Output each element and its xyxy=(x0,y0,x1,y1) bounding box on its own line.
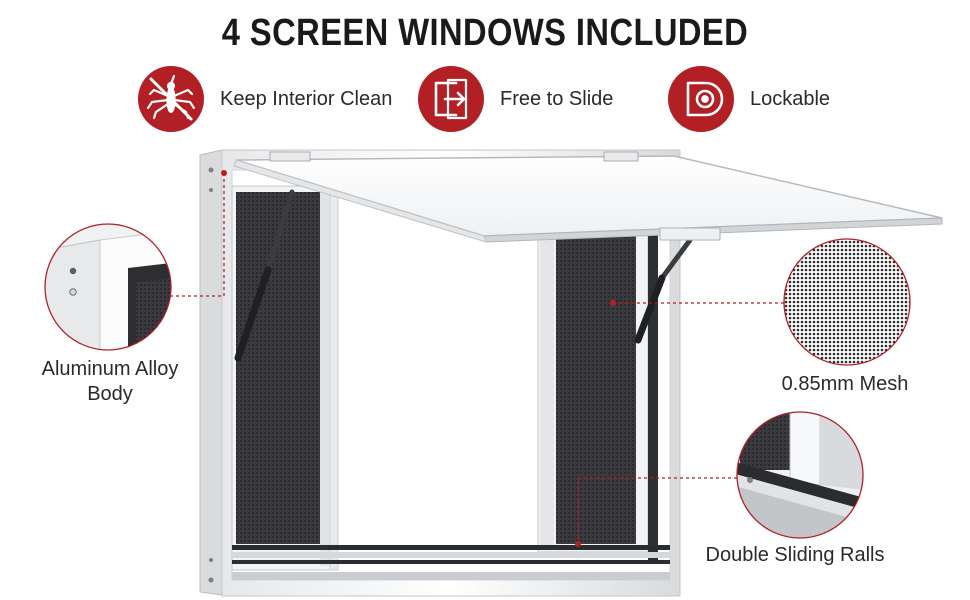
zoom-sliding-rails xyxy=(736,411,864,539)
feature-label-keep-clean: Keep Interior Clean xyxy=(220,87,393,110)
feature-lockable: Lockable xyxy=(668,66,830,132)
gas-struts xyxy=(234,189,693,362)
slide-arrow-icon xyxy=(418,66,484,132)
callout-dots xyxy=(221,170,616,547)
zoom-mesh xyxy=(783,238,911,366)
callout-leaders xyxy=(168,173,784,544)
lock-dial-icon xyxy=(668,66,734,132)
feature-keep-clean: Keep Interior Clean xyxy=(138,66,392,132)
zoom-aluminum-body xyxy=(44,223,172,351)
callout-mesh: 0.85mm Mesh xyxy=(781,373,909,395)
feature-label-free-slide: Free to Slide xyxy=(500,87,614,110)
callout-rails: Double Sliding Ralls xyxy=(705,544,885,566)
mosquito-no-icon xyxy=(138,66,204,132)
callout-aluminum-line2: Body xyxy=(87,383,133,405)
right-screen-panel xyxy=(537,231,658,562)
callout-aluminum-line1: Aluminum Alloy xyxy=(41,358,179,380)
left-screen-panel xyxy=(231,185,339,571)
callout-aluminum-body: Aluminum Alloy Body xyxy=(22,357,198,407)
feature-label-lockable: Lockable xyxy=(750,87,831,110)
headline: 4 SCREEN WINDOWS INCLUDED xyxy=(221,12,749,54)
awning-lid xyxy=(233,151,943,243)
feature-free-slide: Free to Slide xyxy=(418,66,613,132)
bottom-rail xyxy=(232,545,670,564)
